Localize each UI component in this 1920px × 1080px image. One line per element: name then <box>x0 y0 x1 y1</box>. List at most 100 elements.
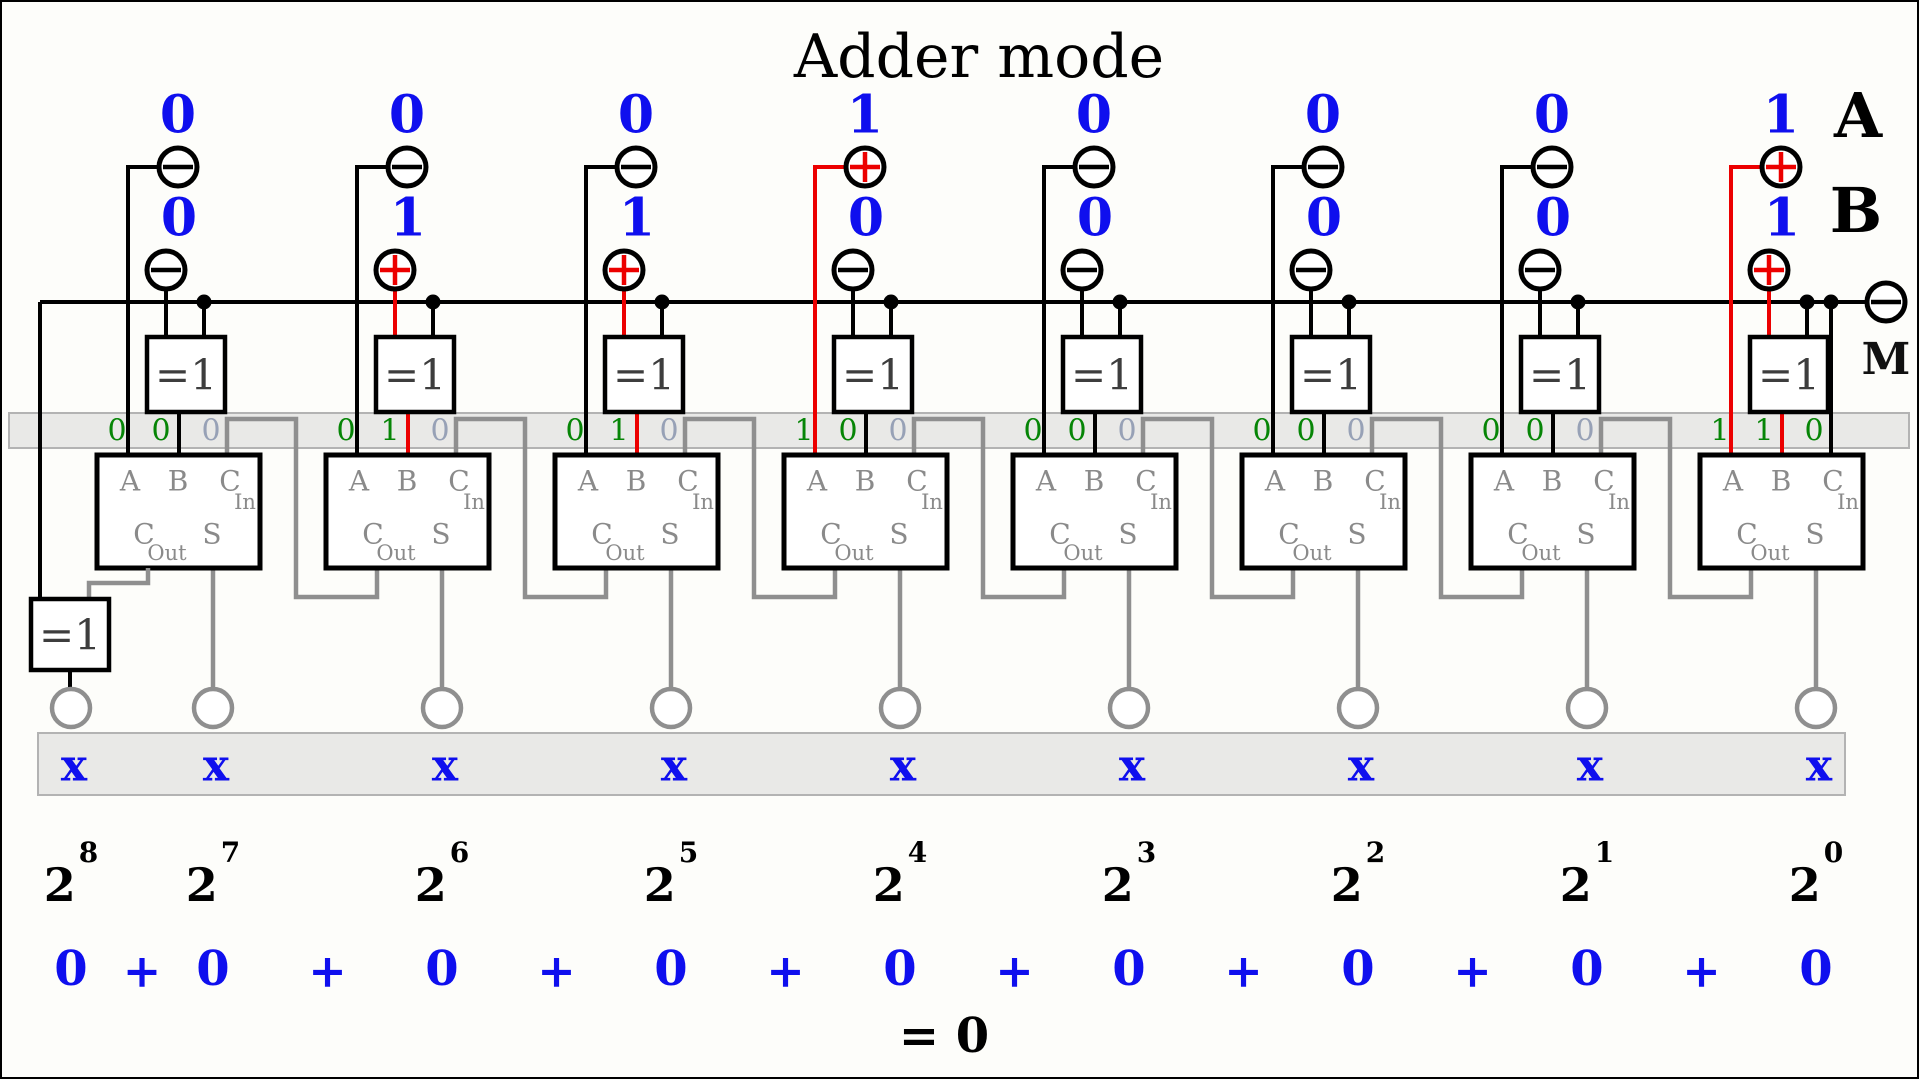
pin-c-in-sub: In <box>921 490 943 514</box>
input-a-value-bit0: 1 <box>1763 85 1799 146</box>
xor-gate-label-bit2: =1 <box>1300 351 1362 400</box>
pin-c: C <box>1364 465 1385 498</box>
input-b-switch-bit7[interactable] <box>144 248 188 292</box>
bar-a-bit0: 1 <box>1710 414 1729 449</box>
pin-cout-sub: Out <box>1750 541 1790 565</box>
input-a-switch-bit4[interactable] <box>843 145 887 189</box>
bar-a-bit1: 0 <box>1481 414 1500 449</box>
input-b-value-bit6: 1 <box>390 188 426 249</box>
bar-cin-bit4: 0 <box>888 414 907 449</box>
pin-c: C <box>448 465 469 498</box>
power-label-p6: 26 <box>415 836 470 913</box>
pin-s: S <box>431 518 450 551</box>
carry-wire-bit6 <box>453 416 609 600</box>
pin-cout: C <box>362 518 383 551</box>
m-junction-bit7 <box>196 294 212 310</box>
input-b-value-bit1: 0 <box>1535 188 1571 249</box>
pin-c-in-sub: In <box>1150 490 1172 514</box>
input-a-switch-bit5[interactable] <box>614 145 658 189</box>
overflow-xor-label: =1 <box>39 611 101 660</box>
input-b-switch-bit1[interactable] <box>1518 248 1562 292</box>
xor-gate-bit0 <box>1747 334 1831 415</box>
input-a-value-bit6: 0 <box>389 85 425 146</box>
bar-a-bit6: 0 <box>336 414 355 449</box>
pin-b: B <box>1084 465 1105 498</box>
input-a-value-bit1: 0 <box>1534 85 1570 146</box>
xor-gate-bit3 <box>1060 334 1144 415</box>
power-label-p3: 23 <box>1102 836 1157 913</box>
carry-wire-bit2 <box>1369 416 1525 600</box>
outputs-bar <box>37 732 1846 796</box>
plus-sign: + <box>1453 944 1492 998</box>
m-junction-bit2 <box>1341 294 1357 310</box>
input-a-switch-bit3[interactable] <box>1072 145 1116 189</box>
pin-a: A <box>1264 465 1286 498</box>
input-b-switch-bit5[interactable] <box>602 248 646 292</box>
xor-gate-bit5 <box>602 334 686 415</box>
pin-a: A <box>1035 465 1057 498</box>
mode-switch[interactable] <box>1864 280 1908 324</box>
input-a-switch-bit1[interactable] <box>1530 145 1574 189</box>
xor-gate-bit6 <box>373 334 457 415</box>
pin-cout-sub: Out <box>376 541 416 565</box>
a-wire-bit0 <box>1729 165 1762 457</box>
full-adder-bit2 <box>1239 452 1408 571</box>
input-b-value-bit0: 1 <box>1764 188 1800 249</box>
output-unknown-p1: x <box>1577 741 1604 792</box>
m-junction-bit6 <box>425 294 441 310</box>
full-adder-bit5 <box>552 452 721 571</box>
pin-a: A <box>119 465 141 498</box>
input-b-value-bit3: 0 <box>1077 188 1113 249</box>
pin-cout-sub: Out <box>1521 541 1561 565</box>
power-label-p8: 28 <box>44 836 99 913</box>
output-circle-p8 <box>49 686 93 730</box>
input-b-switch-bit0[interactable] <box>1747 248 1791 292</box>
power-label-p2: 22 <box>1331 836 1386 913</box>
input-b-value-bit4: 0 <box>848 188 884 249</box>
sum-value-p7: 0 <box>196 941 229 997</box>
sum-value-p1: 0 <box>1570 941 1603 997</box>
bar-cin-bit7: 0 <box>201 414 220 449</box>
input-b-switch-bit3[interactable] <box>1060 248 1104 292</box>
pin-c: C <box>1593 465 1614 498</box>
full-adder-bit6 <box>323 452 492 571</box>
output-circle-p4 <box>878 686 922 730</box>
plus-sign: + <box>1224 944 1263 998</box>
sum-value-p5: 0 <box>654 941 687 997</box>
input-a-switch-bit2[interactable] <box>1301 145 1345 189</box>
bar-b-bit5: 1 <box>609 414 628 449</box>
pin-c-in-sub: In <box>1608 490 1630 514</box>
pin-c-in-sub: In <box>1837 490 1859 514</box>
power-label-p5: 25 <box>644 836 699 913</box>
input-a-switch-bit0[interactable] <box>1759 145 1803 189</box>
plus-sign: + <box>123 944 162 998</box>
input-a-switch-bit6[interactable] <box>385 145 429 189</box>
plus-sign: + <box>766 944 805 998</box>
input-b-switch-bit4[interactable] <box>831 248 875 292</box>
carry-wire-bit5 <box>682 416 838 600</box>
plus-sign: + <box>308 944 347 998</box>
pin-b: B <box>397 465 418 498</box>
pin-s: S <box>660 518 679 551</box>
pin-cout: C <box>133 518 154 551</box>
xor-gate-label-bit3: =1 <box>1071 351 1133 400</box>
input-b-switch-bit2[interactable] <box>1289 248 1333 292</box>
bar-cin-bit0: 0 <box>1804 414 1823 449</box>
sum-value-p4: 0 <box>883 941 916 997</box>
full-adder-bit4 <box>781 452 950 571</box>
label-a: A <box>1833 79 1883 152</box>
m-junction-bit5 <box>654 294 670 310</box>
full-adder-bit3 <box>1010 452 1179 571</box>
bar-b-bit3: 0 <box>1067 414 1086 449</box>
pin-b: B <box>1313 465 1334 498</box>
m-junction-bit4 <box>883 294 899 310</box>
pin-c: C <box>1822 465 1843 498</box>
result-value: = 0 <box>898 1008 990 1064</box>
input-a-switch-bit7[interactable] <box>156 145 200 189</box>
input-b-switch-bit6[interactable] <box>373 248 417 292</box>
bar-cin-bit6: 0 <box>430 414 449 449</box>
bar-cin-bit3: 0 <box>1117 414 1136 449</box>
output-circle-p6 <box>420 686 464 730</box>
